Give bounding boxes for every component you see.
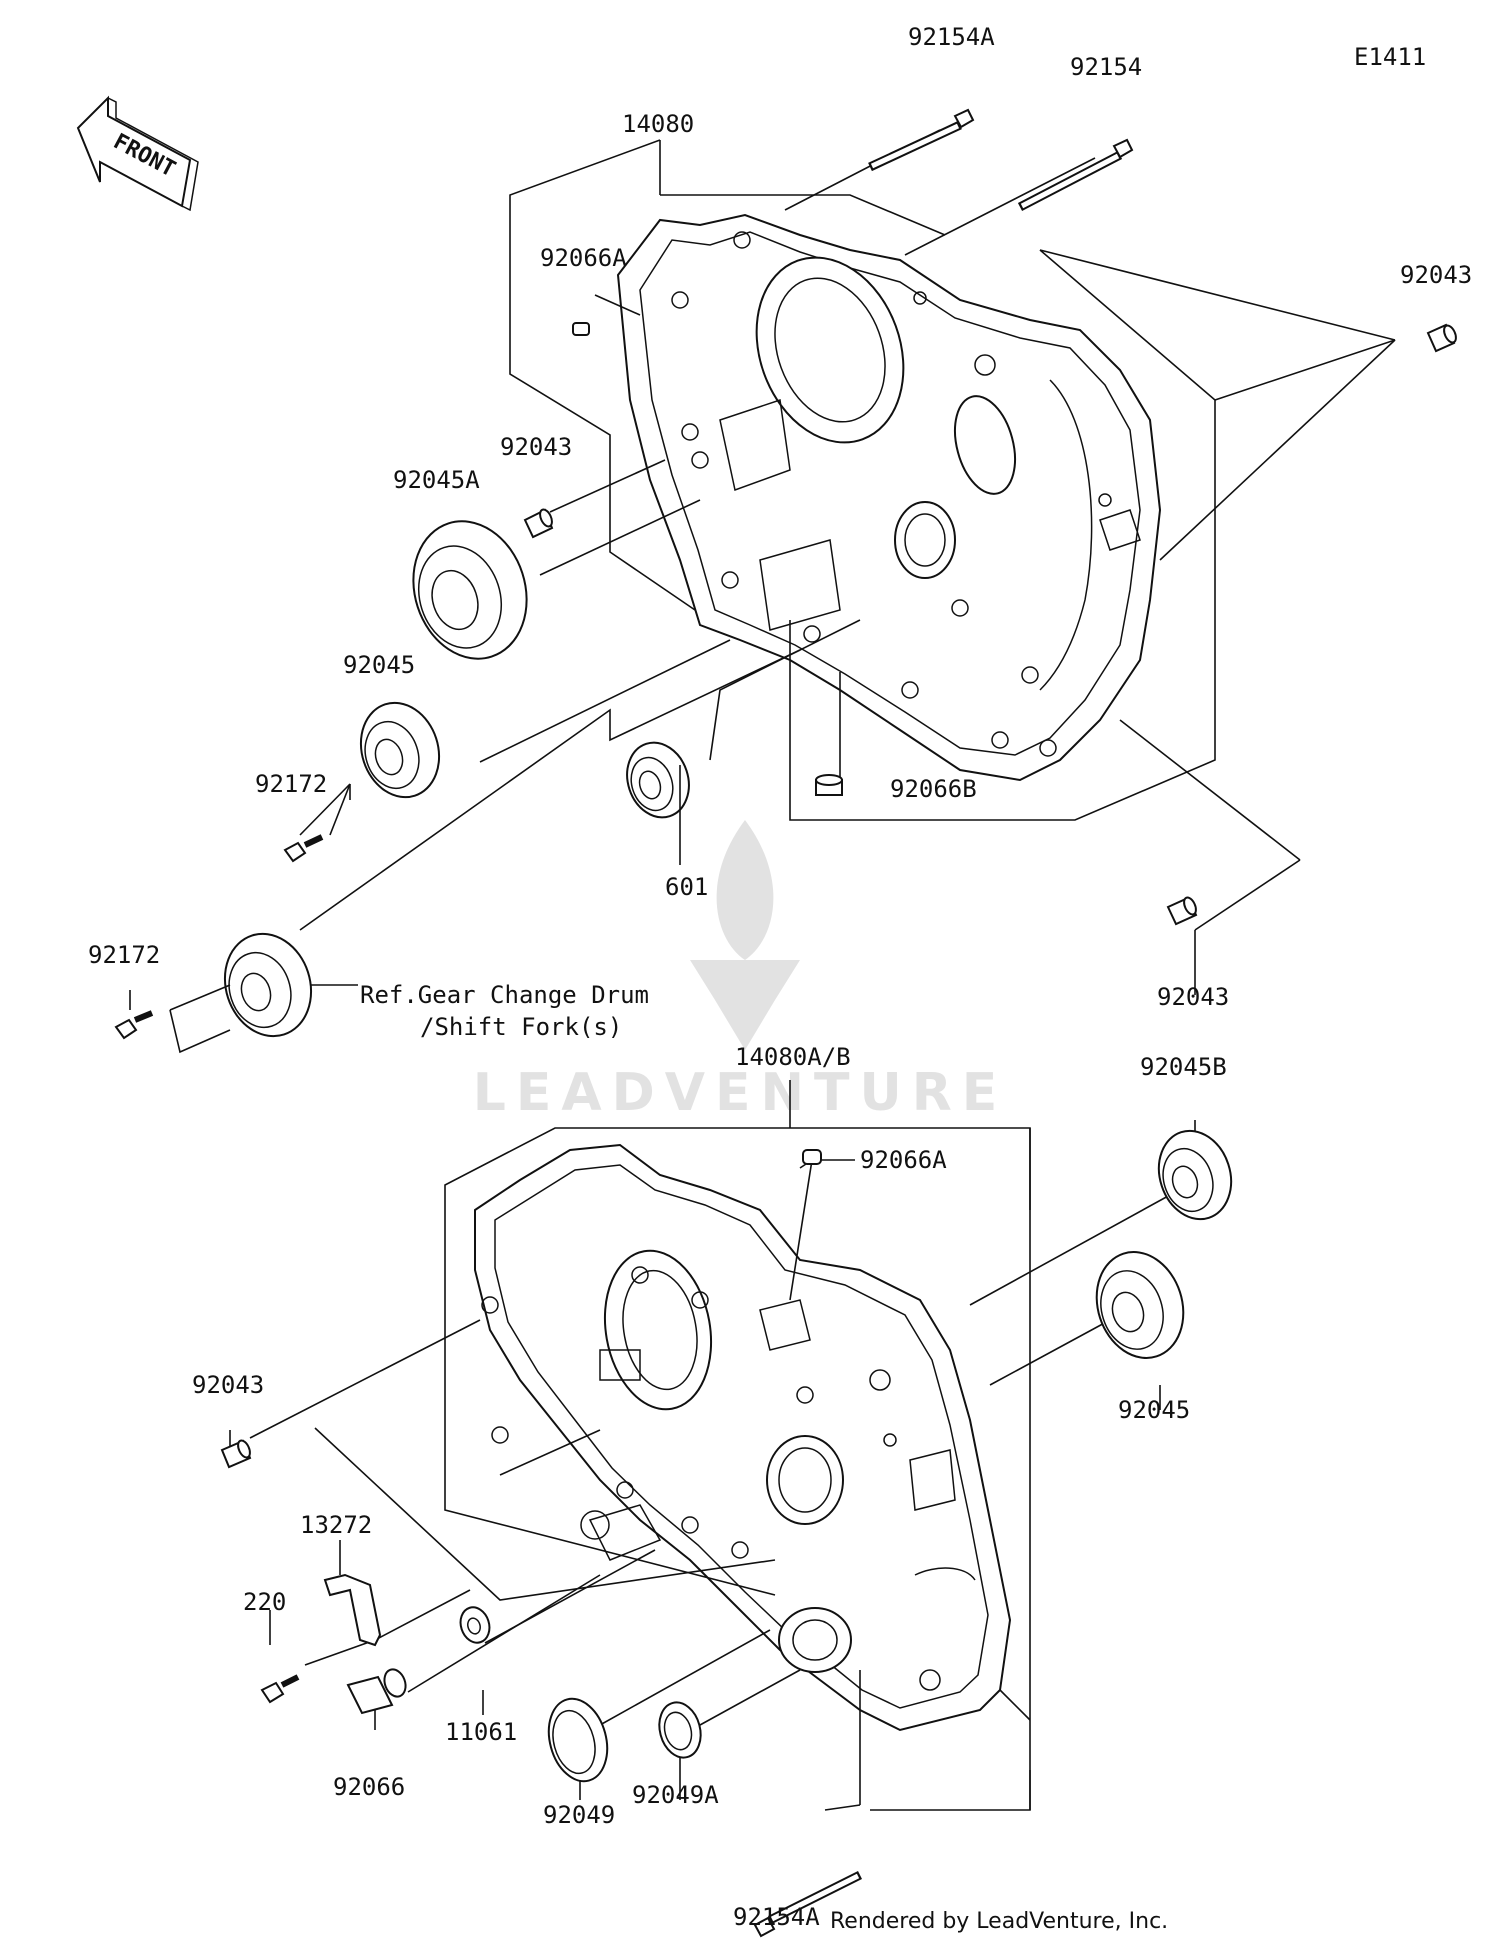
footer-credit: Rendered by LeadVenture, Inc. xyxy=(830,1909,1168,1934)
label-92045-top: 92045 xyxy=(343,651,415,679)
bearing-601 xyxy=(626,741,690,819)
label-92154A-top: 92154A xyxy=(908,23,995,51)
label-92154A-bottom: 92154A xyxy=(733,1903,820,1931)
watermark-text: LEADVENTURE xyxy=(473,1063,1008,1123)
bracket-13272 xyxy=(323,1573,382,1647)
label-92066B: 92066B xyxy=(890,775,977,803)
dowel-92066B xyxy=(815,774,843,796)
label-92172-b: 92172 xyxy=(88,941,160,969)
dowel-92043-mid xyxy=(1166,896,1198,926)
bolt-92172-a xyxy=(283,834,324,863)
bolt-92154A-top xyxy=(868,108,975,172)
label-92066A-top: 92066A xyxy=(540,244,627,272)
label-601: 601 xyxy=(665,873,708,901)
washer-11061 xyxy=(459,1606,491,1644)
label-92066A-bottom: 92066A xyxy=(860,1146,947,1174)
leaders-bottom xyxy=(229,1080,1196,1811)
crankcase-14080AB xyxy=(474,1143,1012,1732)
dowel-92043-left-top xyxy=(523,508,554,539)
diagram-code: E1411 xyxy=(1354,43,1426,71)
bearing-92045-top xyxy=(359,701,441,799)
bearing-92045A xyxy=(412,520,528,660)
label-92043-right: 92043 xyxy=(1400,261,1472,289)
label-92043-mid: 92043 xyxy=(1157,983,1229,1011)
dowel-92066A-top xyxy=(572,322,590,336)
seal-92049 xyxy=(547,1697,609,1783)
label-92066: 92066 xyxy=(333,1773,405,1801)
bolt-92154A-bottom xyxy=(753,1870,863,1938)
dowel-92043-bottom xyxy=(220,1439,252,1469)
label-92043-left-top: 92043 xyxy=(500,433,572,461)
label-92172-a: 92172 xyxy=(255,770,327,798)
leaders-top-small xyxy=(129,765,681,1054)
label-92049A: 92049A xyxy=(632,1781,719,1809)
seal-92049A xyxy=(658,1701,702,1759)
label-11061: 11061 xyxy=(445,1718,517,1746)
bearing-92045-bottom xyxy=(1095,1251,1185,1359)
label-14080AB: 14080A/B xyxy=(735,1043,851,1071)
bearing-ref-gear-change xyxy=(223,932,313,1038)
label-14080: 14080 xyxy=(622,110,694,138)
label-ref-line2: /Shift Fork(s) xyxy=(420,1013,622,1041)
part-labels: 92154A 92154 92043 14080 92066A 92043 92… xyxy=(88,23,1472,1931)
label-220: 220 xyxy=(243,1588,286,1616)
screw-220 xyxy=(260,1674,300,1704)
bolt-92172-b xyxy=(114,1010,154,1040)
bolt-92154-top xyxy=(1017,138,1134,211)
dowel-92066A-bottom xyxy=(802,1149,822,1165)
watermark-logo: LEADVENTURE xyxy=(473,820,1008,1123)
bearing-92045B xyxy=(1157,1129,1233,1221)
label-92045B: 92045B xyxy=(1140,1053,1227,1081)
crankcase-14080 xyxy=(616,213,1162,782)
plug-92066 xyxy=(346,1668,407,1715)
label-92045-bottom: 92045 xyxy=(1118,1396,1190,1424)
label-13272: 13272 xyxy=(300,1511,372,1539)
label-92045A: 92045A xyxy=(393,466,480,494)
label-92154-top: 92154 xyxy=(1070,53,1142,81)
label-ref-line1: Ref.Gear Change Drum xyxy=(360,981,649,1009)
label-92049: 92049 xyxy=(543,1801,615,1829)
front-arrow-icon: FRONT xyxy=(76,95,199,212)
leaders-top xyxy=(299,129,1396,995)
label-92043-bottom: 92043 xyxy=(192,1371,264,1399)
dowel-92043-right xyxy=(1426,323,1457,353)
